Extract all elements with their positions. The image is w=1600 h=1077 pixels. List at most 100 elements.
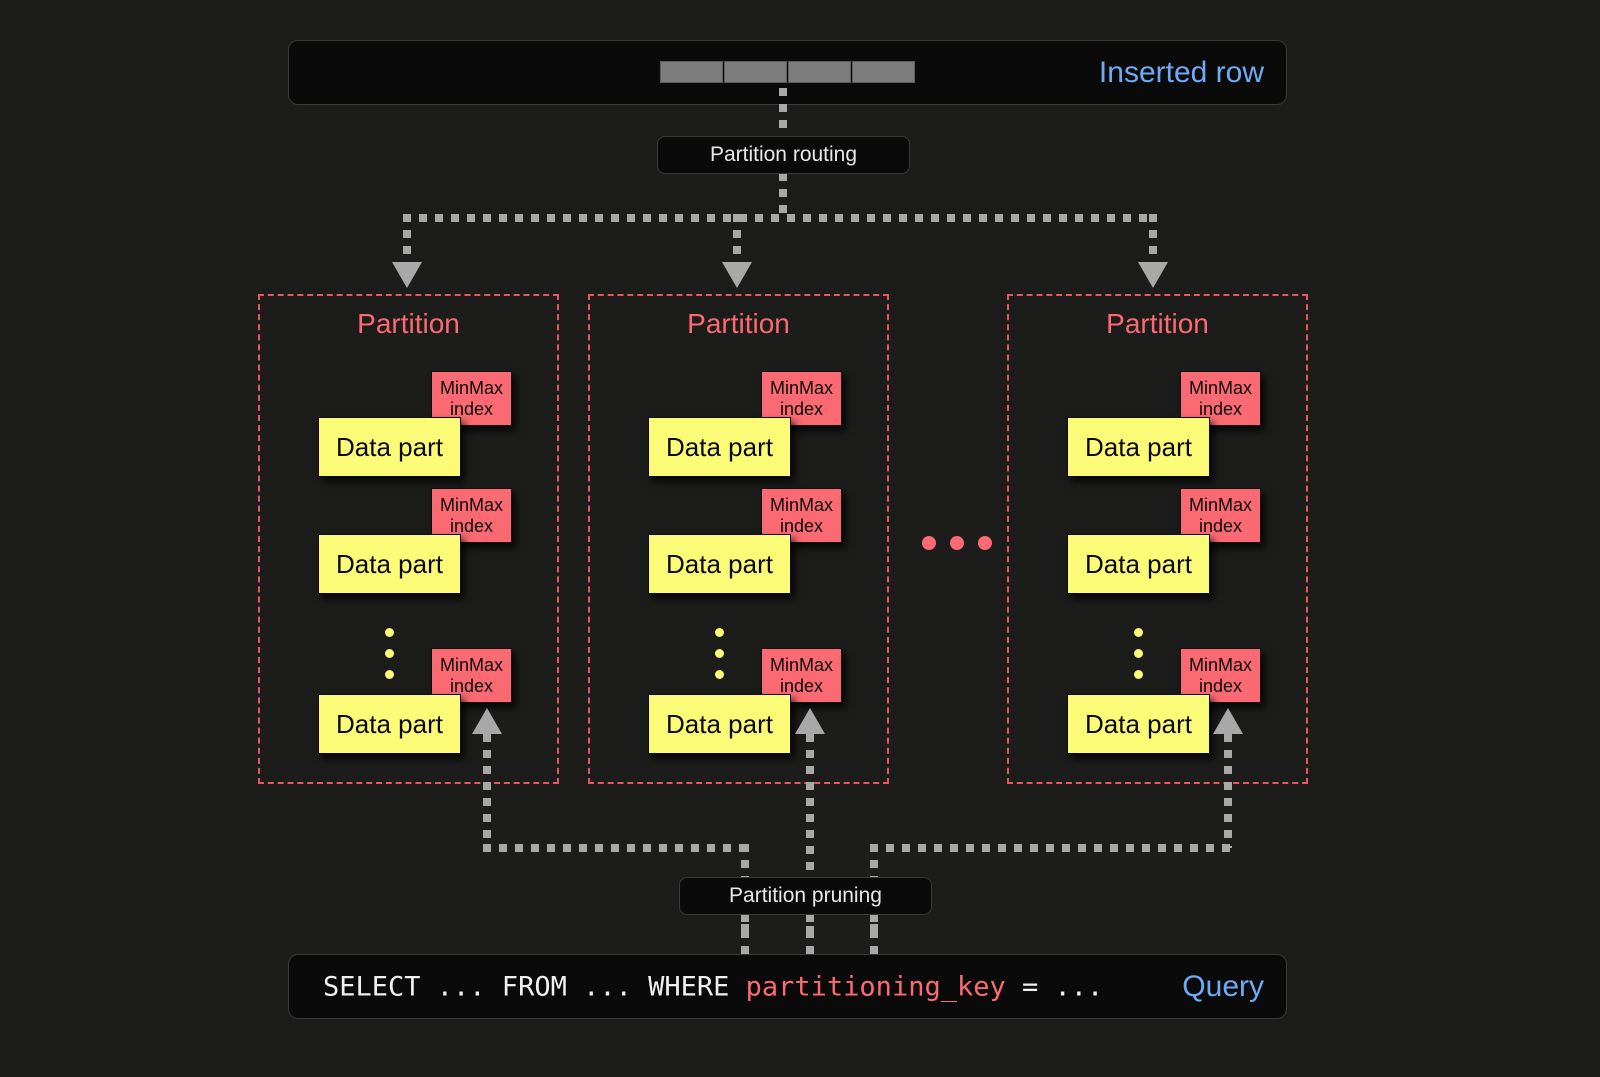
data-part-box: Data part bbox=[648, 694, 791, 754]
data-part-group: MinMax index Data part bbox=[318, 648, 513, 754]
row-cell bbox=[852, 61, 915, 83]
connector-routing-to-bus bbox=[779, 173, 787, 218]
minmax-index-line-2: index bbox=[449, 515, 494, 536]
minmax-index-box: MinMax index bbox=[1180, 648, 1261, 703]
partitions-ellipsis bbox=[922, 536, 992, 550]
minmax-index-line-2: index bbox=[779, 675, 824, 696]
arrow-into-data-part-2 bbox=[795, 708, 825, 734]
data-part-box: Data part bbox=[1067, 534, 1210, 594]
minmax-index-line-1: MinMax bbox=[439, 495, 503, 516]
connector-prune-up-2 bbox=[806, 734, 814, 934]
row-cell bbox=[788, 61, 851, 83]
partition-box-2: Partition MinMax index Data part MinMax … bbox=[588, 294, 889, 784]
data-parts-ellipsis bbox=[1134, 628, 1143, 679]
data-part-box: Data part bbox=[318, 534, 461, 594]
connector-prune-up-3 bbox=[1224, 734, 1232, 848]
ellipsis-dot bbox=[1134, 628, 1143, 637]
ellipsis-dot bbox=[385, 670, 394, 679]
connector-row-to-routing bbox=[779, 88, 787, 140]
connector-bus-to-partition-2 bbox=[733, 214, 741, 266]
data-part-group: MinMax index Data part bbox=[648, 488, 843, 594]
data-part-box: Data part bbox=[318, 694, 461, 754]
ellipsis-dot bbox=[385, 649, 394, 658]
inserted-row-label: Inserted row bbox=[1098, 55, 1264, 89]
row-cell bbox=[660, 61, 723, 83]
data-part-group: MinMax index Data part bbox=[318, 488, 513, 594]
ellipsis-dot bbox=[715, 670, 724, 679]
arrow-into-data-part-1 bbox=[472, 708, 502, 734]
data-part-group: MinMax index Data part bbox=[648, 648, 843, 754]
minmax-index-box: MinMax index bbox=[431, 488, 512, 543]
routing-fanout-bus bbox=[403, 214, 1157, 222]
data-parts-ellipsis bbox=[715, 628, 724, 679]
minmax-index-line-2: index bbox=[449, 398, 494, 419]
minmax-index-line-2: index bbox=[449, 675, 494, 696]
minmax-index-line-1: MinMax bbox=[439, 378, 503, 399]
minmax-index-line-2: index bbox=[779, 398, 824, 419]
data-part-group: MinMax index Data part bbox=[1067, 648, 1262, 754]
data-part-group: MinMax index Data part bbox=[318, 371, 513, 477]
query-sql-key: partitioning_key bbox=[745, 971, 1006, 1002]
ellipsis-dot bbox=[385, 628, 394, 637]
arrow-into-partition-3 bbox=[1138, 262, 1168, 288]
minmax-index-line-1: MinMax bbox=[1188, 655, 1252, 676]
query-sql-prefix: SELECT ... FROM ... WHERE bbox=[323, 971, 746, 1002]
data-part-box: Data part bbox=[648, 534, 791, 594]
query-bar: SELECT ... FROM ... WHERE partitioning_k… bbox=[288, 954, 1287, 1019]
minmax-index-line-1: MinMax bbox=[439, 655, 503, 676]
minmax-index-box: MinMax index bbox=[761, 371, 842, 426]
data-part-box: Data part bbox=[648, 417, 791, 477]
ellipsis-dot bbox=[1134, 649, 1143, 658]
data-part-group: MinMax index Data part bbox=[648, 371, 843, 477]
partition-title: Partition bbox=[1106, 308, 1209, 339]
minmax-index-box: MinMax index bbox=[761, 488, 842, 543]
connector-pruning-to-query-3 bbox=[870, 914, 878, 956]
connector-bus-to-partition-1 bbox=[403, 214, 411, 266]
ellipsis-dot bbox=[922, 536, 936, 550]
minmax-index-box: MinMax index bbox=[431, 648, 512, 703]
arrow-into-data-part-3 bbox=[1213, 708, 1243, 734]
minmax-index-line-2: index bbox=[779, 515, 824, 536]
connector-prune-horizontal-1 bbox=[483, 844, 749, 852]
connector-bus-to-partition-3 bbox=[1149, 214, 1157, 266]
minmax-index-box: MinMax index bbox=[431, 371, 512, 426]
connector-prune-horizontal-3 bbox=[870, 844, 1232, 852]
arrow-into-partition-1 bbox=[392, 262, 422, 288]
connector-pruning-to-query-1 bbox=[741, 914, 749, 956]
data-part-group: MinMax index Data part bbox=[1067, 488, 1262, 594]
partition-title: Partition bbox=[687, 308, 790, 339]
partition-title: Partition bbox=[357, 308, 460, 339]
data-part-box: Data part bbox=[1067, 417, 1210, 477]
connector-pruning-to-query-2 bbox=[806, 914, 814, 956]
minmax-index-line-2: index bbox=[1198, 515, 1243, 536]
minmax-index-line-1: MinMax bbox=[1188, 378, 1252, 399]
minmax-index-box: MinMax index bbox=[761, 648, 842, 703]
minmax-index-line-2: index bbox=[1198, 398, 1243, 419]
minmax-index-line-1: MinMax bbox=[769, 655, 833, 676]
query-label: Query bbox=[1182, 969, 1264, 1003]
minmax-index-line-1: MinMax bbox=[769, 495, 833, 516]
connector-prune-up-1 bbox=[483, 734, 491, 848]
partition-box-1: Partition MinMax index Data part MinMax … bbox=[258, 294, 559, 784]
minmax-index-line-2: index bbox=[1198, 675, 1243, 696]
partition-pruning-label: Partition pruning bbox=[679, 877, 932, 915]
row-cell bbox=[724, 61, 787, 83]
query-sql-suffix: = ... bbox=[1005, 971, 1104, 1002]
query-sql-text: SELECT ... FROM ... WHERE partitioning_k… bbox=[323, 971, 1103, 1002]
ellipsis-dot bbox=[715, 649, 724, 658]
data-part-box: Data part bbox=[318, 417, 461, 477]
arrow-into-partition-2 bbox=[722, 262, 752, 288]
data-parts-ellipsis bbox=[385, 628, 394, 679]
minmax-index-line-1: MinMax bbox=[1188, 495, 1252, 516]
partition-routing-label: Partition routing bbox=[657, 136, 910, 174]
ellipsis-dot bbox=[715, 628, 724, 637]
inserted-row-bar: Inserted row bbox=[288, 40, 1287, 105]
minmax-index-line-1: MinMax bbox=[769, 378, 833, 399]
data-part-group: MinMax index Data part bbox=[1067, 371, 1262, 477]
ellipsis-dot bbox=[978, 536, 992, 550]
ellipsis-dot bbox=[950, 536, 964, 550]
minmax-index-box: MinMax index bbox=[1180, 371, 1261, 426]
partition-box-3: Partition MinMax index Data part MinMax … bbox=[1007, 294, 1308, 784]
data-part-box: Data part bbox=[1067, 694, 1210, 754]
